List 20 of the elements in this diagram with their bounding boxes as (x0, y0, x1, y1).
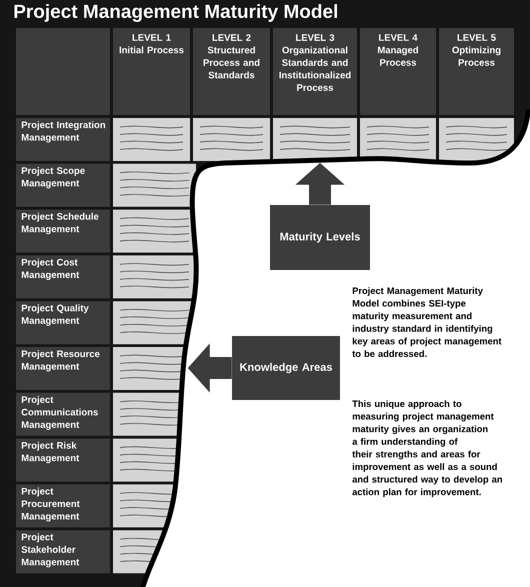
knowledge-area-cell: Project Cost Management (16, 255, 110, 298)
knowledge-area-cell: Project Quality Management (16, 301, 110, 344)
description-paragraph: Project Management Maturity Model combines SEI-type maturity measurement and industry standard in identifying key areas of project management to be addressed. (352, 287, 502, 358)
knowledge-area-cell: Project Stakeholder Management (16, 530, 110, 574)
knowledge-area-cell: Project Schedule Management (16, 210, 110, 253)
level-header: LEVEL 1 Initial Process (113, 28, 190, 115)
knowledge-area-cell: Project Communications Management (16, 392, 110, 436)
description-paragraph: This unique approach to measuring project management maturity gives an organization a firm understanding of their strengths and areas for improvement as well as a sound and structured way to develop an action plan for improvement. (352, 400, 502, 498)
title: Project Management Maturity Model (14, 4, 337, 22)
callout-box: Knowledge Areas (232, 336, 340, 400)
callout-box: Maturity Levels (270, 205, 370, 270)
knowledge-area-cell: Project Risk Management (16, 438, 110, 482)
level-header: LEVEL 4 Managed Process (360, 28, 436, 115)
knowledge-area-cell: Project Resource Management (16, 347, 110, 390)
knowledge-area-cell: Project Procurement Management (16, 484, 110, 528)
level-header: LEVEL 3 Organizational Standards and Institutionalized Process (273, 28, 357, 115)
knowledge-area-cell: Project Scope Management (16, 164, 110, 207)
level-header: LEVEL 5 Optimizing Process (439, 28, 514, 115)
knowledge-area-cell: Project Integration Management (16, 118, 110, 161)
level-header: LEVEL 2 Structured Process and Standards (193, 28, 270, 115)
